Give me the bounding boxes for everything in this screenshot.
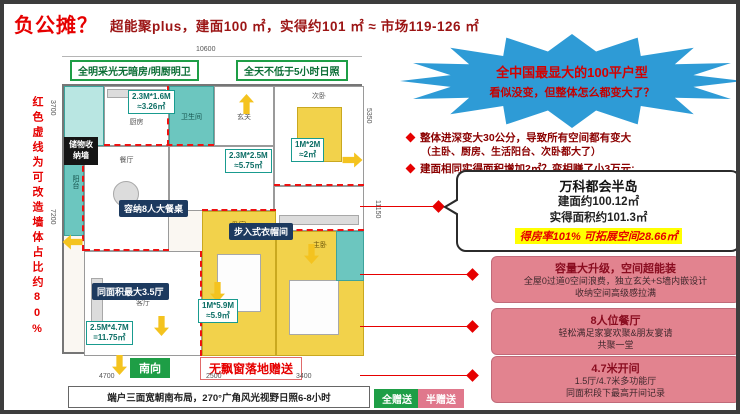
dashed-wall [202,209,276,211]
bubble-line-3: 实得面积约101.3㎡ [549,211,648,224]
connector-line [360,206,442,207]
floor-plan: 厨房 卫生间 玄关 次卧 阳台 餐厅 客厅 卧室 [62,84,364,356]
measure-size: 2.5M*4.7M [90,323,129,332]
measure-box: 1M*5.9M ≈5.9㎡ [198,299,239,323]
connector-line [360,375,468,376]
bullet-text: 整体进深变大30公分，导致所有空间都有变大 [420,132,632,144]
room-master-bath [336,231,364,281]
feature-card-dining: 8人位餐厅 轻松满足家宴欢聚&朋友宴请 共聚一堂 [491,308,736,356]
connector-diamond-icon [466,369,479,382]
dimension-bottom-2: 2500 [206,373,222,380]
room-living-label: 客厅 [136,300,150,307]
dashed-wall [274,184,364,186]
cloakroom-wardrobe [279,215,359,225]
room-balcony-label: 阳台 [72,175,79,189]
diamond-bullet-icon [405,132,416,143]
measure-size: 1M*5.9M [202,301,235,310]
diamond-bullet-icon [405,163,416,174]
room-bathroom: 卫生间 [169,86,214,146]
measure-area: ≈2㎡ [299,150,317,159]
plan-tag-dining: 容纳8人大餐桌 [119,200,189,217]
feature-body: 共聚一堂 [597,339,634,350]
no-bay-window-label: 无飘窗落地赠送 [200,357,303,380]
south-arrow-icon [112,355,127,375]
feature-body: 轻松满足家宴欢聚&朋友宴请 [558,328,673,338]
plan-tag-cloakroom: 步入式衣帽间 [229,223,294,240]
plan-tag-living: 同面积最大3.5厅 [92,283,169,300]
dashed-wall [276,229,364,231]
feature-body: 同面积段下最高开间记录 [565,387,665,398]
bullet-item: 整体进深变大30公分，导致所有空间都有变大 [405,131,736,145]
feature-title: 容量大升级，空间超能装 [555,263,676,275]
expand-arrow-left-icon [63,235,83,250]
bubble-highlight: 得房率101% 可拓展空间28.66㎡ [514,228,683,245]
measure-box: 1M*2M ≈2㎡ [291,138,325,162]
connector-line [360,326,468,327]
room-entry: 玄关 [214,86,274,146]
measure-area: ≈3.26㎡ [137,102,166,111]
bubble-line-2: 建面约100.12㎡ [557,196,640,208]
dimension-line-top [62,56,362,57]
room-kitchen-label: 厨房 [129,119,144,126]
room-bathroom-label: 卫生间 [181,114,202,121]
dimension-right-2: 11150 [374,200,381,219]
dimension-left-1: 3700 [49,100,56,116]
burst-line-2: 看似没变，但整体怎么都变大了？ [489,87,655,99]
dimension-right-1: 5350 [365,108,372,124]
measure-area: =11.75㎡ [93,333,126,342]
connector-line [360,274,468,275]
measure-box: 2.5M*4.7M =11.75㎡ [86,321,133,345]
feature-title: 8人位餐厅 [590,315,641,327]
feature-title: 4.7米开间 [591,363,640,375]
master-bed [289,280,339,335]
headline-burst: 全中国最显大的100平户型 看似没变，但整体怎么都变大了？ [400,34,736,128]
dimension-bottom-1: 4700 [99,373,115,380]
page-title: 超能聚plus，建面100 ㎡，实得约101 ㎡ ≈ 市场119-126 ㎡ [110,19,480,34]
feature-body: 收纳空间高级感拉满 [574,287,656,298]
dashed-wall [167,86,169,146]
measure-size: 2.3M*2.5M [229,151,268,160]
room-master-label: 主卧 [313,242,327,249]
measure-area: ≈5.75㎡ [234,161,263,170]
burst-line-1: 全中国最显大的100平户型 [496,65,648,80]
bottom-caption: 端户三面宽朝南布局，270°广角风光视野日照6-8小时 [68,386,370,408]
legend-full-gift: 全赠送 [374,389,420,408]
room-entry-label: 玄关 [237,114,251,121]
connector-diamond-icon [466,320,479,333]
dimension-bottom-3: 3400 [296,373,312,380]
measure-box: 2.3M*2.5M ≈5.75㎡ [225,149,272,173]
project-name: 万科都会半岛 [559,179,638,194]
bubble-tail-icon [447,200,459,214]
feature-body: 全屋0过道0空间浪费，独立玄关+S墙内嵌设计 [523,276,708,286]
comparison-bubble: 万科都会半岛 建面约100.12㎡ 实得面积约101.3㎡ 得房率101% 可拓… [443,170,736,252]
dimension-left-2: 7200 [49,209,56,225]
feature-card-storage: 容量大升级，空间超能装 全屋0过道0空间浪费，独立玄关+S墙内嵌设计 收纳空间高… [491,256,736,304]
south-label: 南向 [130,358,170,378]
measure-box: 2.3M*1.6M ≈3.26㎡ [128,90,175,114]
room-dining: 餐厅 [84,146,169,251]
feature-body: 1.5厅/4.7米多功能厅 [574,376,657,386]
plan-tag-storage: 储物收纳墙 [64,137,98,165]
room-bedroom2-label: 次卧 [312,93,326,100]
room-dining-label: 餐厅 [119,157,134,164]
legend-half-gift: 半赠送 [418,389,464,408]
dashed-wall [84,249,169,251]
callout-sunshine: 全天不低于5小时日照 [236,60,348,81]
page-tag: 负公摊？ [14,15,98,37]
dashed-wall [104,144,214,146]
callout-daylight: 全明采光无暗房/明厨明卫 [70,60,199,81]
bullet-subtext: （主卧、厨房、生活阳台、次卧都大了） [421,147,601,159]
dimension-top: 10600 [196,46,216,53]
feature-card-span: 4.7米开间 1.5厅/4.7米多功能厅 同面积段下最高开间记录 [491,356,736,404]
room-bedroom2: 次卧 [274,86,364,186]
dashed-wall [82,146,84,251]
measure-size: 1M*2M [295,140,321,149]
measure-size: 2.3M*1.6M [132,92,171,101]
connector-diamond-icon [466,268,479,281]
measure-area: ≈5.9㎡ [206,311,230,320]
left-vertical-note: 红色虚线为可改造墙体占比约80% [31,96,43,339]
room-storage [64,86,104,146]
